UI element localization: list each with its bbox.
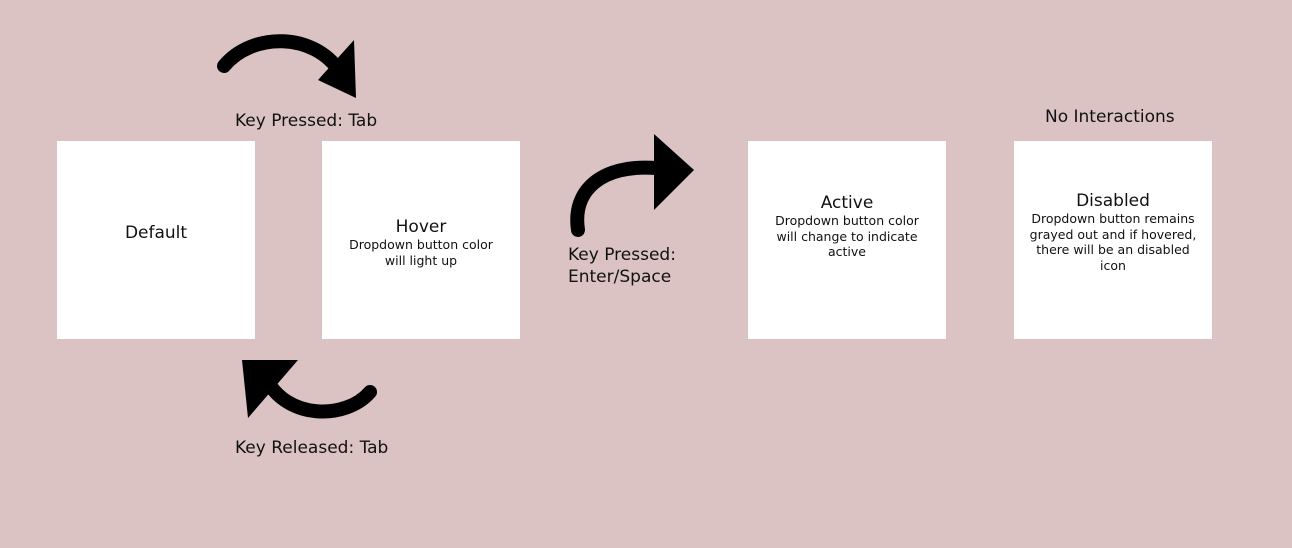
hover-state-title: Hover [395,217,447,237]
curved-arrow-left-icon [242,360,377,419]
curved-arrow-right-icon [217,34,356,98]
active-state-description-line: will change to indicate [776,228,918,244]
active-state-title: Active [820,193,874,213]
hover-state-description-line: Dropdown button color [349,237,493,252]
disabled-state-description-line: there will be an disabled [1036,242,1190,257]
active-state-description-line: Dropdown button color [775,213,919,228]
disabled-state-description-line: Dropdown button remains [1031,211,1195,226]
key-pressed-enter-label-line1: Key Pressed: [568,245,676,265]
disabled-state-description-line: icon [1100,257,1126,273]
disabled-state-title: Disabled [1076,191,1150,211]
curved-arrow-up-right-icon [570,134,694,237]
key-pressed-tab-label: Key Pressed: Tab [235,111,378,131]
hover-state-description-line: will light up [384,252,458,268]
active-state-description-line: active [828,244,866,259]
key-released-tab-label: Key Released: Tab [235,438,389,458]
key-pressed-enter-label-line2: Enter/Space [568,267,672,287]
default-state-card: Default [57,141,255,339]
default-state-title: Default [124,223,188,243]
hover-state-card: Hover Dropdown button color will light u… [322,141,520,339]
no-interactions-label: No Interactions [1045,107,1175,127]
active-state-card: Active Dropdown button color will change… [748,141,946,339]
disabled-state-description-line: grayed out and if hovered, [1029,226,1197,242]
disabled-state-card: Disabled Dropdown button remains grayed … [1014,141,1212,339]
